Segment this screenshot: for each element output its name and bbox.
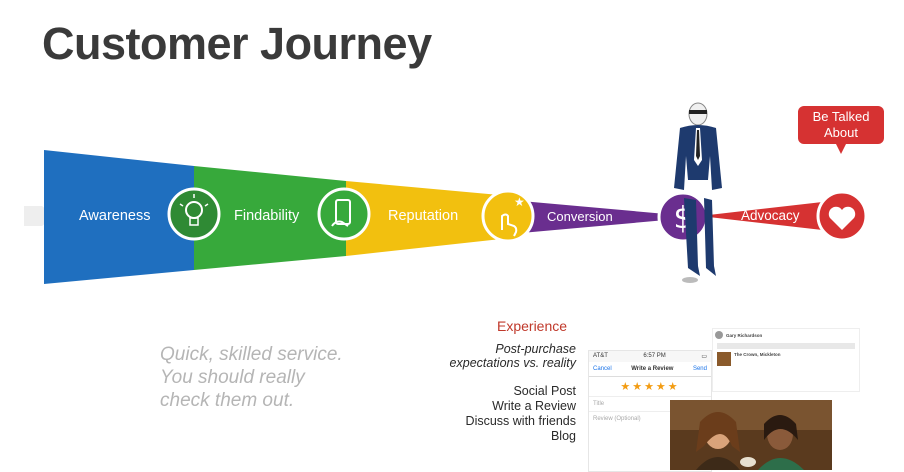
tweet-text-placeholder [717,343,855,349]
stage-label-conversion: Conversion [547,209,613,224]
stage-label-findability: Findability [234,208,299,224]
action-blog: Blog [466,429,576,444]
dollar-icon: $ [659,193,707,241]
bubble-line-2: About [798,125,884,141]
tweet-card: The Crown, Mickleton [717,352,855,366]
experience-line-1: Post-purchase [450,342,576,356]
bubble-line-1: Be Talked [798,109,884,125]
action-discuss-friends: Discuss with friends [466,414,576,429]
phone-nav-bar: Cancel Write a Review Send [589,362,711,377]
cancel-button[interactable]: Cancel [593,366,612,372]
friends-photo-art [670,400,832,470]
smartphone-hand-icon [319,189,369,239]
quote-line-3: check them out. [160,389,343,412]
star-rating[interactable]: ★★★★★ [589,377,711,396]
tweet-card-place: The Crown, Mickleton [734,352,781,366]
phone-status-bar: AT&T 6:57 PM ▭ [589,351,711,362]
action-social-post: Social Post [466,384,576,399]
send-button[interactable]: Send [693,366,707,372]
battery-icon: ▭ [701,353,707,360]
customer-quote: Quick, skilled service. You should reall… [160,343,343,412]
phone-carrier: AT&T [593,353,608,360]
experience-heading: Experience [497,318,567,334]
experience-actions: Social Post Write a Review Discuss with … [466,384,576,444]
lightbulb-icon [169,189,219,239]
phone-time: 6:57 PM [643,353,665,360]
tweet-header: Gary Richardson [713,329,859,341]
action-write-review: Write a Review [466,399,576,414]
stage-label-advocacy: Advocacy [741,208,800,223]
tweet-screenshot: Gary Richardson The Crown, Mickleton [712,328,860,392]
tap-sparkle-icon: ★ [483,191,533,241]
tweet-card-image [717,352,731,366]
phone-heading: Write a Review [631,366,673,372]
avatar [715,331,723,339]
svg-text:★: ★ [514,195,525,209]
friends-photo [670,400,832,470]
heart-icon [818,192,866,240]
stage-label-awareness: Awareness [79,208,150,224]
tweet-author: Gary Richardson [726,333,762,338]
quote-line-1: Quick, skilled service. [160,343,343,366]
experience-description: Post-purchase expectations vs. reality [450,342,576,370]
experience-line-2: expectations vs. reality [450,356,576,370]
be-talked-about-bubble: Be Talked About [798,106,884,144]
stage-label-reputation: Reputation [388,208,458,224]
quote-line-2: You should really [160,366,343,389]
